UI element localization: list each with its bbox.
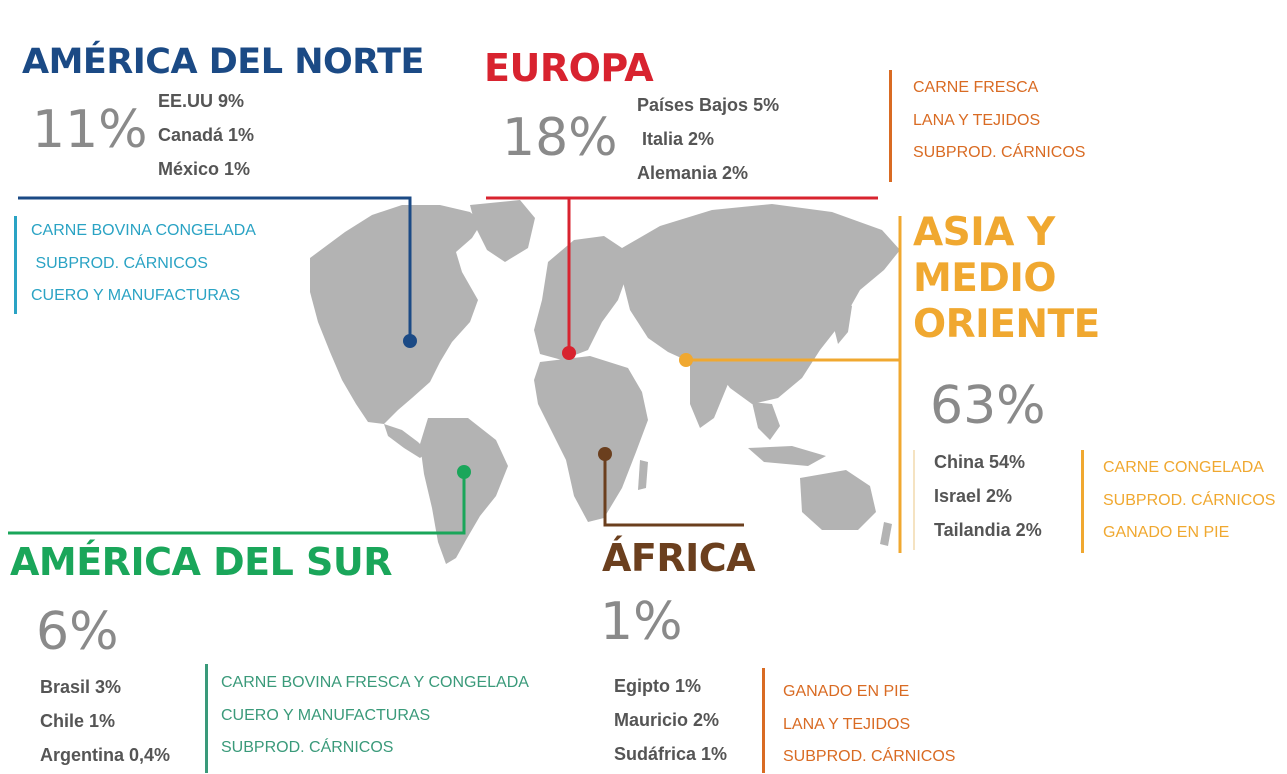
map-india xyxy=(690,360,728,428)
europe-title: EUROPA xyxy=(484,46,654,90)
country-item: Alemania 2% xyxy=(637,163,749,183)
country-item: Mauricio 2% xyxy=(614,710,720,730)
country-item: EE.UU 9% xyxy=(158,91,245,111)
product-item: CARNE FRESCA xyxy=(913,79,1039,96)
south-america-products: CARNE BOVINA FRESCA Y CONGELADA CUERO Y … xyxy=(221,667,529,765)
map-madagascar xyxy=(638,460,648,490)
country-item: Países Bajos 5% xyxy=(637,95,780,115)
map-southeast-asia xyxy=(752,402,780,440)
asia-title-line: ORIENTE xyxy=(913,302,1100,347)
north-america-percent: 11% xyxy=(32,100,148,160)
map-australia xyxy=(800,470,876,530)
product-item: SUBPROD. CÁRNICOS xyxy=(783,748,956,765)
north-america-connector xyxy=(18,196,412,340)
africa-products: GANADO EN PIE LANA Y TEJIDOS SUBPROD. CÁ… xyxy=(783,676,955,774)
south-america-percent: 6% xyxy=(36,602,119,662)
asia-percent: 63% xyxy=(930,376,1046,436)
map-north-america xyxy=(310,205,482,424)
map-europe xyxy=(534,236,628,360)
asia-title-line: ASIA Y xyxy=(913,210,1055,255)
south-america-countries: Brasil 3% Chile 1% Argentina 0,4% xyxy=(40,670,170,772)
map-indonesia xyxy=(748,446,826,466)
africa-countries: Egipto 1% Mauricio 2% Sudáfrica 1% xyxy=(614,669,727,771)
asia-connector xyxy=(686,216,902,553)
product-item: SUBPROD. CÁRNICOS xyxy=(1103,491,1276,509)
product-item: CARNE BOVINA CONGELADA xyxy=(31,222,256,239)
country-item: Tailandia 2% xyxy=(934,520,1042,540)
map-japan xyxy=(834,300,852,344)
country-item: Sudáfrica 1% xyxy=(614,744,728,764)
product-item: CARNE CONGELADA xyxy=(1103,459,1264,476)
asia-countries: China 54% Israel 2% Tailandia 2% xyxy=(934,445,1042,547)
south-america-products-bar xyxy=(205,664,208,773)
map-new-zealand xyxy=(880,522,892,546)
europe-products-bar xyxy=(889,70,892,182)
europe-percent: 18% xyxy=(502,108,618,168)
africa-title: ÁFRICA xyxy=(602,536,756,580)
product-item: CUERO Y MANUFACTURAS xyxy=(31,287,241,304)
europe-dot xyxy=(562,346,576,360)
country-item: México 1% xyxy=(158,159,251,179)
north-america-products: CARNE BOVINA CONGELADA SUBPROD. CÁRNICOS… xyxy=(31,215,256,313)
north-america-products-bar xyxy=(14,216,17,314)
product-item: GANADO EN PIE xyxy=(1103,524,1230,541)
africa-products-bar xyxy=(762,668,765,773)
asia-dot xyxy=(679,353,693,367)
product-item: SUBPROD. CÁRNICOS xyxy=(31,254,208,272)
north-america-dot xyxy=(403,334,417,348)
south-america-connector xyxy=(8,472,466,535)
north-america-title: AMÉRICA DEL NORTE xyxy=(22,42,424,82)
south-america-dot xyxy=(457,465,471,479)
map-asia xyxy=(622,204,900,404)
country-item: Argentina 0,4% xyxy=(40,745,171,765)
map-africa xyxy=(534,356,648,522)
europe-connector xyxy=(486,196,878,352)
product-item: LANA Y TEJIDOS xyxy=(783,715,911,733)
north-america-countries: EE.UU 9% Canadá 1% México 1% xyxy=(158,84,254,186)
product-item: GANADO EN PIE xyxy=(783,683,910,700)
product-item: LANA Y TEJIDOS xyxy=(913,111,1041,129)
country-item: Italia 2% xyxy=(637,129,715,149)
europe-countries: Países Bajos 5% Italia 2% Alemania 2% xyxy=(637,88,779,190)
product-item: SUBPROD. CÁRNICOS xyxy=(221,739,394,756)
country-item: Canadá 1% xyxy=(158,125,255,145)
africa-dot xyxy=(598,447,612,461)
country-item: Egipto 1% xyxy=(614,676,702,696)
product-item: CARNE BOVINA FRESCA Y CONGELADA xyxy=(221,674,529,691)
africa-percent: 1% xyxy=(600,592,683,652)
product-item: SUBPROD. CÁRNICOS xyxy=(913,144,1086,161)
asia-products: CARNE CONGELADA SUBPROD. CÁRNICOS GANADO… xyxy=(1103,452,1275,550)
south-america-title: AMÉRICA DEL SUR xyxy=(10,540,393,584)
country-item: Israel 2% xyxy=(934,486,1013,506)
asia-countries-bar xyxy=(913,450,915,550)
asia-products-bar xyxy=(1081,450,1084,553)
country-item: Chile 1% xyxy=(40,711,116,731)
map-greenland xyxy=(470,200,535,262)
country-item: Brasil 3% xyxy=(40,677,122,697)
country-item: China 54% xyxy=(934,452,1026,472)
map-land xyxy=(310,200,900,564)
europe-products: CARNE FRESCA LANA Y TEJIDOS SUBPROD. CÁR… xyxy=(913,72,1085,170)
product-item: CUERO Y MANUFACTURAS xyxy=(221,706,431,724)
asia-title: ASIA Y MEDIO ORIENTE xyxy=(913,210,1100,348)
asia-title-line: MEDIO xyxy=(913,256,1056,301)
africa-connector xyxy=(603,454,744,527)
map-central-america xyxy=(384,424,428,458)
